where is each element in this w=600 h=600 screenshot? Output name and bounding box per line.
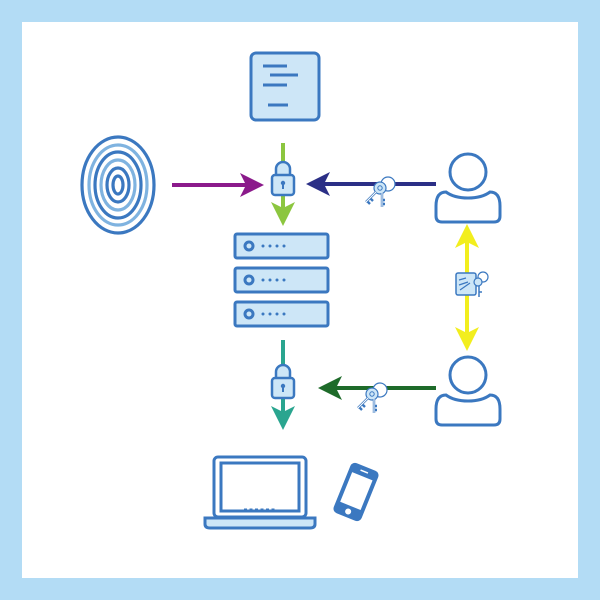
document-icon — [249, 51, 321, 122]
user-icon — [434, 152, 502, 224]
fingerprint-icon — [80, 135, 156, 235]
certificate-key-icon — [455, 271, 489, 297]
lock-icon — [270, 363, 296, 400]
smartphone-icon — [333, 462, 379, 522]
server-icon — [233, 232, 330, 328]
lock-icon — [270, 160, 296, 197]
user-icon — [434, 355, 502, 427]
keys-icon — [364, 175, 397, 209]
laptop-icon — [203, 455, 317, 530]
